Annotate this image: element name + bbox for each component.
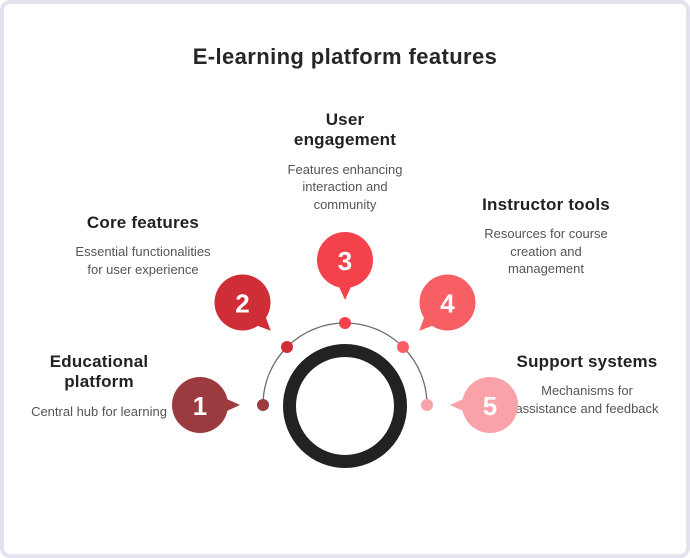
feature-diagram: 1 2 3 4 5 [172,232,518,468]
bubble-2 [214,274,271,331]
section-description: Essential functionalities for user exper… [75,244,211,277]
bubble-4 [419,274,476,331]
section-heading: Support systems [516,352,658,371]
bubble-number-4: 4 [440,289,455,319]
bubble-number-1: 1 [193,391,207,421]
section-heading: Educational platform [49,352,149,392]
bubble-5 [450,377,518,433]
arc-dot-2 [281,341,293,353]
bubble-number-2: 2 [235,289,249,319]
section-heading: Core features [86,213,200,232]
section-instructor-tools: Instructor tools Resources for course cr… [481,195,611,278]
arc-dot-5 [421,399,433,411]
section-core-features: Core features Essential functionalities … [73,213,213,278]
bubble-1 [172,377,240,433]
bubble-number-3: 3 [338,246,352,276]
bubble-3 [317,232,373,300]
section-description: Resources for course creation and manage… [484,226,608,277]
section-educational-platform: Educational platform Central hub for lea… [24,352,174,420]
section-user-engagement: User engagement Features enhancing inter… [280,110,410,213]
arc-dot-1 [257,399,269,411]
section-support-systems: Support systems Mechanisms for assistanc… [512,352,662,417]
section-description: Mechanisms for assistance and feedback [515,383,659,416]
page-title: E-learning platform features [192,44,498,69]
section-heading: User engagement [293,110,397,150]
bubble-number-5: 5 [483,391,497,421]
section-description: Features enhancing interaction and commu… [287,161,403,212]
section-heading: Instructor tools [482,195,610,214]
arc-dot-4 [397,341,409,353]
arc-dot-3 [339,317,351,329]
section-description: Central hub for learning [31,403,167,419]
central-ring-icon [283,344,407,468]
